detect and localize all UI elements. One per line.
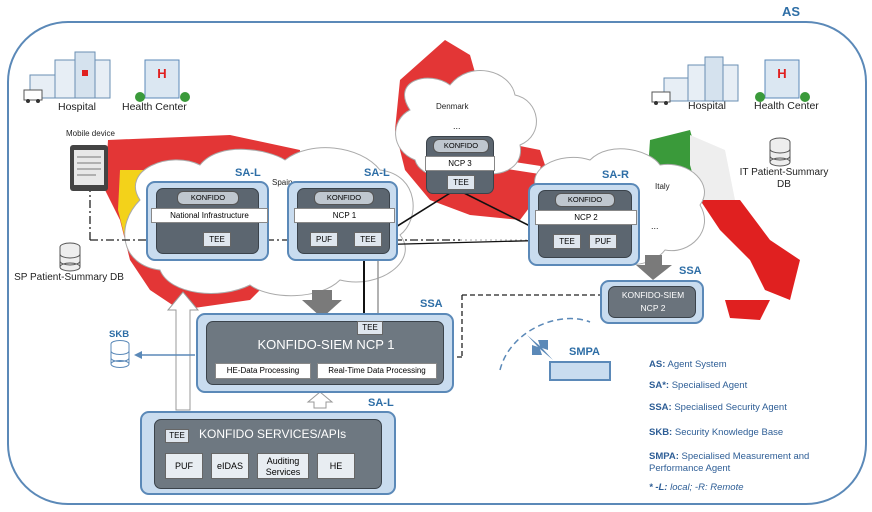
ncp2-bar: NCP 2 <box>535 210 637 225</box>
konfido-label: KONFIDO <box>177 191 239 205</box>
tee-chip: TEE <box>354 232 382 247</box>
denmark-ellipsis: ... <box>453 121 461 131</box>
it-db-label: IT Patient-Summary DB <box>739 167 829 190</box>
spain-label: Spain <box>272 178 293 187</box>
health-center-label-right: Health Center <box>754 100 819 112</box>
denmark-label: Denmark <box>436 102 469 111</box>
legend-as: AS: Agent System <box>649 359 727 370</box>
national-infrastructure-bar: National Infrastructure <box>151 208 268 223</box>
italy-ellipsis: ... <box>651 221 659 231</box>
siem-ncp1-title: KONFIDO-SIEM NCP 1 <box>257 337 395 352</box>
mobile-device-icon <box>70 145 108 191</box>
smpa-label: SMPA <box>569 346 600 358</box>
puf-chip: PUF <box>589 234 617 249</box>
tee-chip: TEE <box>447 175 475 190</box>
services-title: KONFIDO SERVICES/APIs <box>199 427 347 441</box>
italy-map-red <box>700 200 800 300</box>
services-agent: TEE KONFIDO SERVICES/APIs PUF eIDAS Audi… <box>140 411 396 495</box>
tee-chip: TEE <box>165 429 189 443</box>
it-db-icon <box>769 137 791 167</box>
konfido-label: KONFIDO <box>314 191 374 205</box>
outline-arrow-up-left <box>166 291 200 411</box>
eidas-service: eIDAS <box>211 453 249 479</box>
konfido-label: KONFIDO <box>555 193 615 207</box>
legend-ssa: SSA: Specialised Security Agent <box>649 402 787 413</box>
gray-arrow-down-mid <box>302 290 342 318</box>
outline-arrow-up-center <box>306 391 334 409</box>
ssa-center-label: SSA <box>420 298 443 310</box>
skb-label: SKB <box>109 329 130 340</box>
hospital-icon-left <box>23 51 111 103</box>
as-label: AS <box>782 4 801 19</box>
skb-db-icon <box>110 340 130 368</box>
ncp1-bar: NCP 1 <box>294 208 395 223</box>
sp-db-label: SP Patient-Summary DB <box>14 272 124 283</box>
sa-l-mid-label: SA-L <box>364 167 390 179</box>
siem-ncp2-line2: NCP 2 <box>640 303 666 313</box>
puf-service: PUF <box>165 453 203 479</box>
sp-db-icon <box>59 242 81 272</box>
legend-smpa: SMPA: Specialised Measurement and Perfor… <box>649 451 810 474</box>
auditing-services: Auditing Services <box>257 453 309 479</box>
services-box: TEE KONFIDO SERVICES/APIs PUF eIDAS Audi… <box>154 419 382 489</box>
italy-ncp2-konfido: KONFIDO NCP 2 TEE PUF <box>535 190 637 258</box>
svg-text:H: H <box>777 66 786 81</box>
smpa-box <box>549 361 611 381</box>
ncp3-bar: NCP 3 <box>425 156 495 171</box>
smpa-double-arrow <box>527 335 553 360</box>
he-data-processing-bar: HE-Data Processing <box>215 363 311 379</box>
legend-sa: SA*: Specialised Agent <box>649 380 748 391</box>
sicily-map <box>725 300 770 320</box>
siem-ncp1-box: TEE KONFIDO-SIEM NCP 1 HE-Data Processin… <box>206 321 444 385</box>
tee-chip: TEE <box>203 232 231 247</box>
gray-arrow-down-right <box>636 255 672 280</box>
denmark-ncp3-konfido: KONFIDO NCP 3 TEE <box>425 136 495 194</box>
health-center-icon-left: H <box>135 59 190 102</box>
siem-ncp2-line1: KONFIDO-SIEM <box>621 290 685 300</box>
italy-ncp2-agent: KONFIDO NCP 2 TEE PUF <box>528 183 640 266</box>
siem-ncp2-agent: KONFIDO-SIEM NCP 2 <box>600 280 704 324</box>
hospital-icon-right <box>651 56 739 105</box>
legend-local-remote: * -L: local; -R: Remote <box>649 482 744 493</box>
real-time-data-processing-bar: Real-Time Data Processing <box>317 363 437 379</box>
he-service: HE <box>317 453 355 479</box>
sa-r-label: SA-R <box>602 169 629 181</box>
spain-infra-agent: KONFIDO National Infrastructure TEE <box>146 181 269 261</box>
ssa-right-label: SSA <box>679 265 702 277</box>
spain-ncp1-konfido: KONFIDO NCP 1 PUF TEE <box>294 188 395 254</box>
sa-l-bottom-label: SA-L <box>368 397 394 409</box>
siem-ncp2-box: KONFIDO-SIEM NCP 2 <box>608 286 696 318</box>
hospital-label-left: Hospital <box>58 101 96 113</box>
sa-l-left-label: SA-L <box>235 167 261 179</box>
siem-ncp1-agent: TEE KONFIDO-SIEM NCP 1 HE-Data Processin… <box>196 313 454 393</box>
konfido-label: KONFIDO <box>433 139 489 153</box>
mobile-device-label: Mobile device <box>66 129 115 138</box>
italy-label: Italy <box>655 182 670 191</box>
tee-chip: TEE <box>357 321 383 335</box>
svg-text:H: H <box>157 66 166 81</box>
tee-chip: TEE <box>553 234 581 249</box>
agent-system-boundary <box>7 21 867 505</box>
hospital-label-right: Hospital <box>688 100 726 112</box>
spain-infra-konfido: KONFIDO National Infrastructure TEE <box>151 188 268 254</box>
spain-ncp1-agent: KONFIDO NCP 1 PUF TEE <box>287 181 398 261</box>
health-center-label-left: Health Center <box>122 101 187 113</box>
legend-skb: SKB: Security Knowledge Base <box>649 427 784 438</box>
puf-chip: PUF <box>310 232 338 247</box>
health-center-icon-right: H <box>755 59 810 102</box>
